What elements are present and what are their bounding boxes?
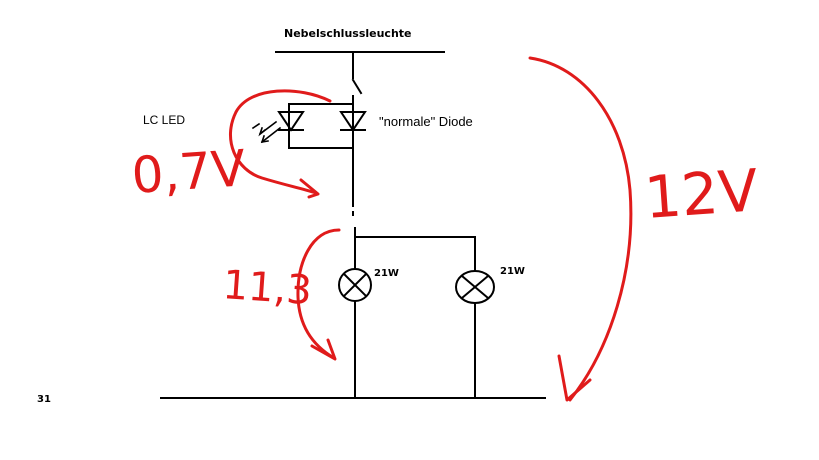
lamp1-symbol — [338, 268, 372, 302]
led-voltage-arrow — [229, 89, 332, 195]
led-voltage-arrowhead — [299, 178, 320, 199]
lc-led-label: LC LED — [143, 113, 186, 127]
lamp2-power-label: 21W — [500, 266, 525, 277]
led-symbol — [277, 111, 305, 132]
lamp-voltage-annotation: 11,3 — [221, 262, 313, 314]
lamp1-power-label: 21W — [374, 268, 399, 279]
normal-diode-symbol — [339, 111, 367, 132]
led-voltage-annotation: 0,7V — [130, 139, 248, 205]
supply-voltage-arrow — [528, 56, 633, 402]
led-light-arrows — [251, 120, 282, 144]
lamp-voltage-arrow — [296, 228, 341, 360]
normal-diode-label: "normale" Diode — [379, 114, 473, 129]
switch-blade — [351, 78, 363, 95]
title-label: Nebelschlussleuchte — [284, 27, 412, 40]
lamp2-symbol — [455, 270, 495, 304]
ground-label: 31 — [37, 394, 51, 405]
supply-voltage-arrowhead — [557, 354, 592, 402]
supply-voltage-annotation: 12V — [642, 156, 760, 232]
lamp-voltage-arrowhead — [310, 338, 337, 361]
